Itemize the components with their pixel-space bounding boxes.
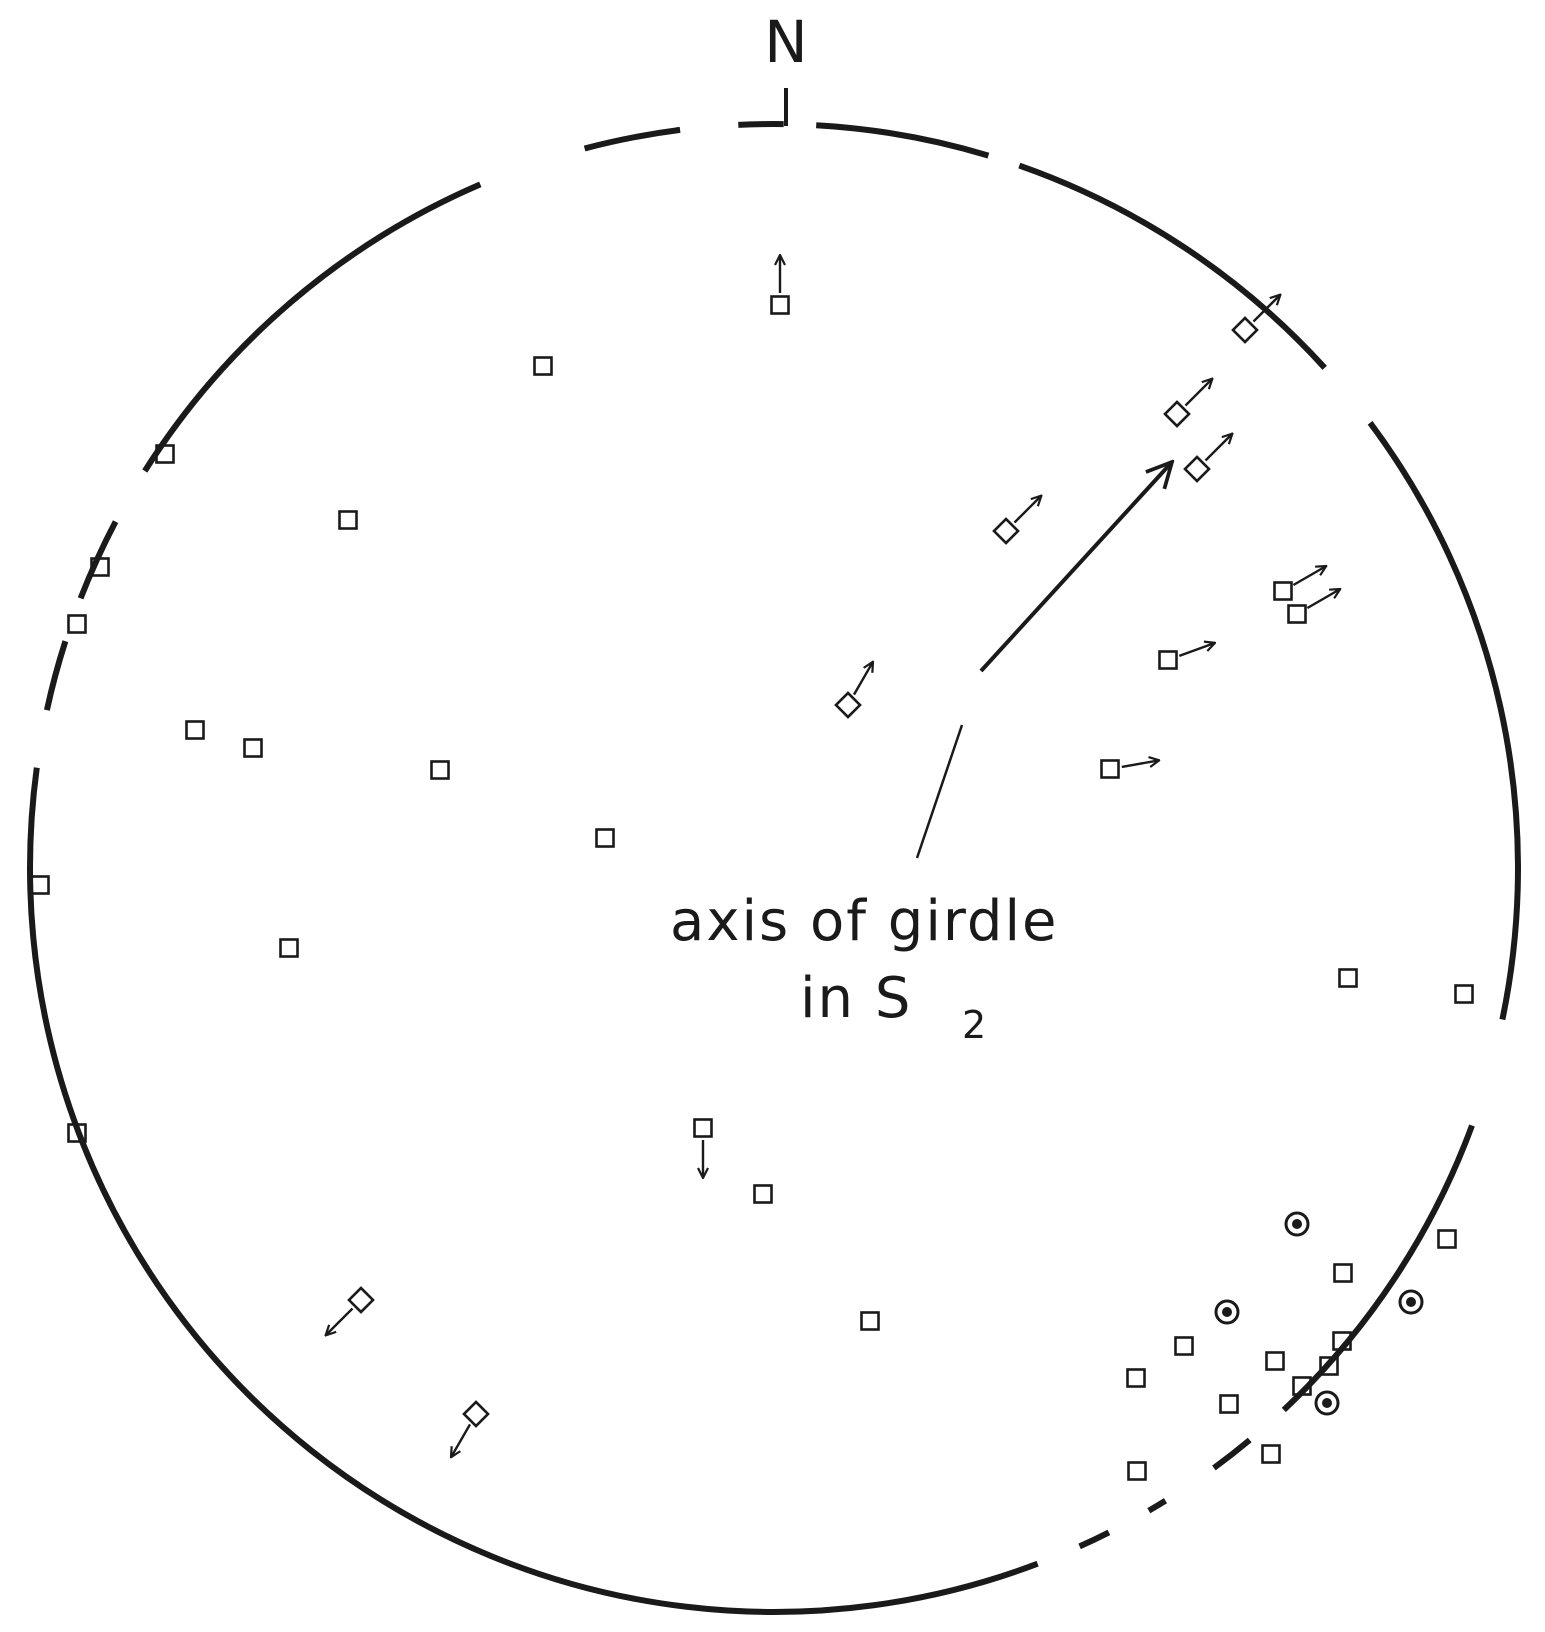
square-with-arrow-marker — [992, 496, 1042, 545]
direction-arrow — [451, 1423, 472, 1457]
square-marker — [1319, 1356, 1339, 1376]
square-marker — [1158, 650, 1178, 670]
square-marker — [1287, 604, 1307, 624]
square-marker — [693, 1118, 713, 1138]
circle-ring — [1284, 1211, 1310, 1237]
circle-ring — [1314, 1390, 1340, 1416]
direction-arrow — [1306, 589, 1340, 610]
square-marker — [834, 691, 862, 719]
square-marker — [1454, 984, 1474, 1004]
square-marker — [279, 938, 299, 958]
direction-arrow — [1178, 643, 1215, 658]
square-marker — [1219, 1394, 1239, 1414]
square-with-arrow-marker — [451, 1400, 490, 1457]
annotation-subscript: 2 — [962, 1003, 986, 1047]
square-marker — [1265, 1351, 1285, 1371]
primitive-circle-arc — [583, 126, 681, 152]
direction-arrow — [1204, 434, 1233, 462]
square-marker — [1127, 1461, 1147, 1481]
square-marker — [1332, 1331, 1352, 1351]
primitive-circle-arc — [1367, 421, 1521, 1021]
direction-arrow — [852, 662, 873, 696]
square-marker — [430, 760, 450, 780]
primitive-circle-arc — [1018, 162, 1327, 370]
square-with-arrow-marker — [770, 255, 790, 315]
direction-arrow — [1292, 566, 1326, 587]
square-marker — [595, 828, 615, 848]
circle-ring — [1398, 1289, 1424, 1315]
square-marker — [1163, 400, 1191, 428]
square-marker — [1437, 1229, 1457, 1249]
direction-arrow — [326, 1307, 354, 1336]
circled-dot-marker — [1398, 1289, 1424, 1315]
square-marker — [992, 517, 1020, 545]
center-dot — [1406, 1297, 1416, 1307]
square-marker — [1273, 581, 1293, 601]
square-marker — [1338, 968, 1358, 988]
north-label: N — [764, 8, 807, 76]
direction-arrow — [1184, 379, 1213, 407]
primitive-circle-arc — [738, 121, 775, 128]
direction-arrow — [1252, 295, 1281, 323]
square-with-arrow-marker — [1287, 589, 1341, 624]
direction-arrow — [1013, 496, 1042, 524]
square-with-arrow-marker — [834, 662, 873, 719]
square-marker — [1126, 1368, 1146, 1388]
square-marker — [753, 1184, 773, 1204]
square-with-arrow-marker — [1183, 434, 1233, 483]
primitive-circle-arc — [1281, 1124, 1475, 1413]
center-dot — [1322, 1398, 1332, 1408]
annotation-line-2: in S — [800, 966, 912, 1031]
square-marker — [243, 738, 263, 758]
square-marker — [770, 295, 790, 315]
center-dot — [1292, 1219, 1302, 1229]
direction-arrow — [1121, 760, 1159, 769]
square-marker — [462, 1400, 490, 1428]
girdle-axis-arrow — [979, 462, 1172, 673]
square-marker — [347, 1286, 375, 1314]
square-with-arrow-marker — [1231, 295, 1281, 344]
symbol-layer — [30, 255, 1474, 1481]
square-marker — [1333, 1263, 1353, 1283]
square-marker — [67, 614, 87, 634]
square-marker — [1183, 455, 1211, 483]
square-with-arrow-marker — [1163, 379, 1213, 428]
primitive-circle-arc — [27, 767, 1039, 1615]
square-with-arrow-marker — [1158, 643, 1216, 670]
primitive-circle — [27, 121, 1521, 1615]
square-marker — [1174, 1336, 1194, 1356]
square-marker — [860, 1311, 880, 1331]
primitive-circle-arc — [77, 520, 119, 600]
square-with-arrow-marker — [1100, 759, 1160, 779]
annotation-line-1: axis of girdle — [670, 889, 1058, 954]
circled-dot-marker — [1284, 1211, 1310, 1237]
square-marker — [67, 1123, 87, 1143]
annotation-leader-line — [915, 724, 964, 859]
circled-dot-marker — [1214, 1299, 1240, 1325]
primitive-circle-arc — [142, 181, 482, 473]
square-marker — [30, 875, 50, 895]
square-with-arrow-marker — [326, 1286, 375, 1336]
square-marker — [185, 720, 205, 740]
primitive-circle-arc — [1212, 1437, 1252, 1471]
primitive-circle-arc — [43, 640, 69, 711]
square-marker — [1100, 759, 1120, 779]
primitive-circle-arc — [1147, 1498, 1168, 1514]
square-marker — [533, 356, 553, 376]
circle-ring — [1214, 1299, 1240, 1325]
primitive-circle-arc — [816, 122, 990, 159]
square-marker — [1231, 316, 1259, 344]
square-marker — [1292, 1376, 1312, 1396]
square-marker — [155, 444, 175, 464]
center-dot — [1222, 1307, 1232, 1317]
square-marker — [90, 557, 110, 577]
primitive-circle-arc — [1078, 1529, 1111, 1550]
circled-dot-marker — [1314, 1390, 1340, 1416]
square-marker — [1261, 1444, 1281, 1464]
square-with-arrow-marker — [1273, 566, 1327, 601]
square-marker — [338, 510, 358, 530]
square-with-arrow-marker — [693, 1118, 713, 1179]
